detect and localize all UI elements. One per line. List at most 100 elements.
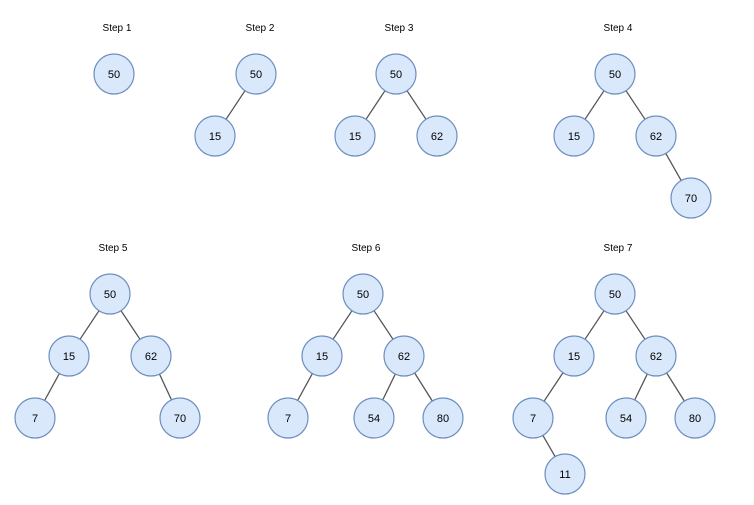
tree-edge [158,373,173,401]
node-circle [93,53,135,95]
nodes: 15 62 50 [334,53,458,157]
node-circle [544,453,586,495]
tree-node: 62 [635,335,677,377]
tree-edge [79,310,100,340]
tree-node: 7 [512,397,554,439]
tree-node: 7 [267,397,309,439]
tree-node: 11 [544,453,586,495]
tree-edge [542,435,556,457]
node-circle [512,397,554,439]
node-circle [674,397,716,439]
tree-node: 15 [553,115,595,157]
node-value: 15 [349,131,361,143]
edges [225,90,246,120]
nodes: 50 [93,53,135,95]
node-value: 70 [685,193,697,205]
node-value: 50 [609,69,621,81]
node-circle [159,397,201,439]
node-circle [375,53,417,95]
step-3-title: Step 3 [385,23,414,34]
node-circle [235,53,277,95]
nodes: 7 15 70 62 50 [14,273,201,439]
node-value: 7 [32,413,38,425]
tree-edge [297,373,313,401]
node-circle [342,273,384,315]
node-value: 50 [104,289,116,301]
node-value: 62 [431,131,443,143]
tree-node: 70 [670,177,712,219]
tree-node: 54 [353,397,395,439]
node-circle [130,335,172,377]
step-7-title: Step 7 [604,243,633,254]
tree-edge [625,90,646,120]
node-circle [553,115,595,157]
tree-node: 50 [594,53,636,95]
edges [297,310,433,402]
tree-edge [44,373,60,401]
tree-node: 62 [130,335,172,377]
node-circle [14,397,56,439]
tree-node: 50 [375,53,417,95]
tree-node: 50 [594,273,636,315]
tree-edge [225,90,246,120]
tree-node: 50 [93,53,135,95]
node-circle [635,115,677,157]
tree-edge [625,310,646,340]
node-value: 54 [620,413,632,425]
tree-node: 62 [635,115,677,157]
node-circle [416,115,458,157]
node-circle [635,335,677,377]
step-5-panel: Step 5 7 15 70 62 50 [14,243,201,439]
node-circle [422,397,464,439]
tree-edge [584,90,605,120]
tree-edge [365,90,386,120]
step-1-title: Step 1 [103,23,132,34]
edges [365,90,427,120]
tree-node: 15 [334,115,376,157]
node-value: 15 [63,351,75,363]
tree-edge [584,310,605,340]
node-circle [383,335,425,377]
tree-edge [634,373,648,401]
edges [584,90,682,181]
node-value: 50 [250,69,262,81]
node-circle [267,397,309,439]
step-6-title: Step 6 [352,243,381,254]
node-value: 15 [568,351,580,363]
node-value: 80 [689,413,701,425]
node-circle [301,335,343,377]
tree-node: 70 [159,397,201,439]
node-value: 80 [437,413,449,425]
node-value: 70 [174,413,186,425]
node-value: 62 [398,351,410,363]
tree-node: 62 [383,335,425,377]
node-value: 62 [650,131,662,143]
edges [44,310,173,401]
node-value: 62 [650,351,662,363]
node-value: 15 [209,131,221,143]
tree-edge [382,373,396,401]
node-value: 50 [609,289,621,301]
step-5-title: Step 5 [99,243,128,254]
node-circle [89,273,131,315]
node-circle [594,53,636,95]
nodes: 11 7 15 54 80 62 50 [512,273,716,495]
step-3-panel: Step 3 15 62 50 [334,23,458,157]
tree-node: 15 [301,335,343,377]
step-7-panel: Step 7 11 7 15 54 80 62 50 [512,243,716,495]
node-circle [605,397,647,439]
node-value: 50 [108,69,120,81]
tree-node: 80 [674,397,716,439]
tree-node: 15 [48,335,90,377]
node-circle [48,335,90,377]
tree-edge [373,310,394,340]
tree-node: 54 [605,397,647,439]
node-value: 7 [530,413,536,425]
node-value: 62 [145,351,157,363]
node-value: 7 [285,413,291,425]
